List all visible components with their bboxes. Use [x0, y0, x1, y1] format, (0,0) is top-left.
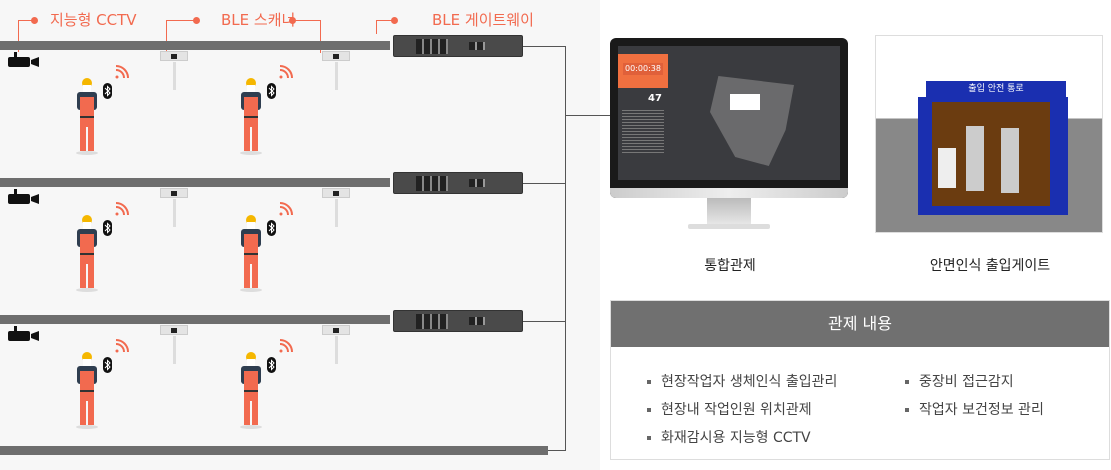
- worker-icon: [236, 73, 266, 155]
- worker-icon: [236, 210, 266, 292]
- bluetooth-icon: [267, 357, 276, 377]
- bluetooth-icon: [267, 83, 276, 103]
- ble-gateway: [393, 310, 523, 332]
- floor-beam: [0, 446, 548, 455]
- floor-map: [710, 76, 794, 166]
- scanner-dot-left: [193, 17, 200, 24]
- ble-scanner: [322, 51, 350, 61]
- ble-scanner: [160, 51, 188, 61]
- cctv-camera-icon: [8, 189, 40, 209]
- gate-image: 출입 안전 통로: [875, 35, 1103, 233]
- signal-icon: [278, 64, 294, 84]
- worker-icon: [72, 347, 102, 429]
- signal-icon: [114, 338, 130, 358]
- bluetooth-icon: [103, 83, 112, 103]
- timer-panel: 00:00:38: [618, 54, 668, 88]
- network-trunk: [565, 46, 566, 451]
- panel-item: 화재감시용 지능형 CCTV: [647, 427, 811, 447]
- monitoring-panel: 관제 내용 현장작업자 생체인식 출입관리 현장내 작업인원 위치관제 화재감시…: [610, 300, 1110, 460]
- gateway-label: BLE 게이트웨이: [432, 11, 534, 29]
- ceiling-beam: [0, 315, 390, 324]
- panel-item: 현장내 작업인원 위치관제: [647, 399, 812, 419]
- panel-item: 작업자 보건정보 관리: [905, 399, 1044, 419]
- gateway-dot: [391, 17, 398, 24]
- signal-icon: [114, 64, 130, 84]
- ble-scanner: [160, 188, 188, 198]
- panel-item: 현장작업자 생체인식 출입관리: [647, 371, 837, 391]
- worker-icon: [236, 347, 266, 429]
- worker-icon: [72, 73, 102, 155]
- cctv-label: 지능형 CCTV: [50, 11, 137, 29]
- worker-count: 47: [648, 93, 662, 104]
- cctv-camera-icon: [8, 326, 40, 346]
- scanner-label: BLE 스캐너: [221, 11, 296, 29]
- cctv-camera-icon: [8, 52, 40, 72]
- ble-gateway: [393, 35, 523, 57]
- worker-icon: [72, 210, 102, 292]
- monitor-screen: 00:00:38 47: [610, 38, 848, 198]
- ceiling-beam: [0, 41, 390, 50]
- signal-icon: [278, 338, 294, 358]
- scanner-dot-right: [289, 17, 296, 24]
- monitor-caption: 통합관제: [704, 258, 756, 274]
- ble-scanner: [322, 188, 350, 198]
- cctv-dot: [31, 17, 38, 24]
- bluetooth-icon: [103, 357, 112, 377]
- panel-item: 중장비 접근감지: [905, 371, 1014, 391]
- gate-caption: 안면인식 출입게이트: [929, 258, 1051, 274]
- ceiling-beam: [0, 178, 390, 187]
- monitor-stand: [707, 198, 751, 224]
- signal-icon: [114, 201, 130, 221]
- site-area: [0, 0, 600, 470]
- ble-scanner: [160, 325, 188, 335]
- signal-icon: [278, 201, 294, 221]
- panel-title: 관제 내용: [611, 301, 1109, 347]
- ble-scanner: [322, 325, 350, 335]
- bluetooth-icon: [267, 220, 276, 240]
- bluetooth-icon: [103, 220, 112, 240]
- ble-gateway: [393, 172, 523, 194]
